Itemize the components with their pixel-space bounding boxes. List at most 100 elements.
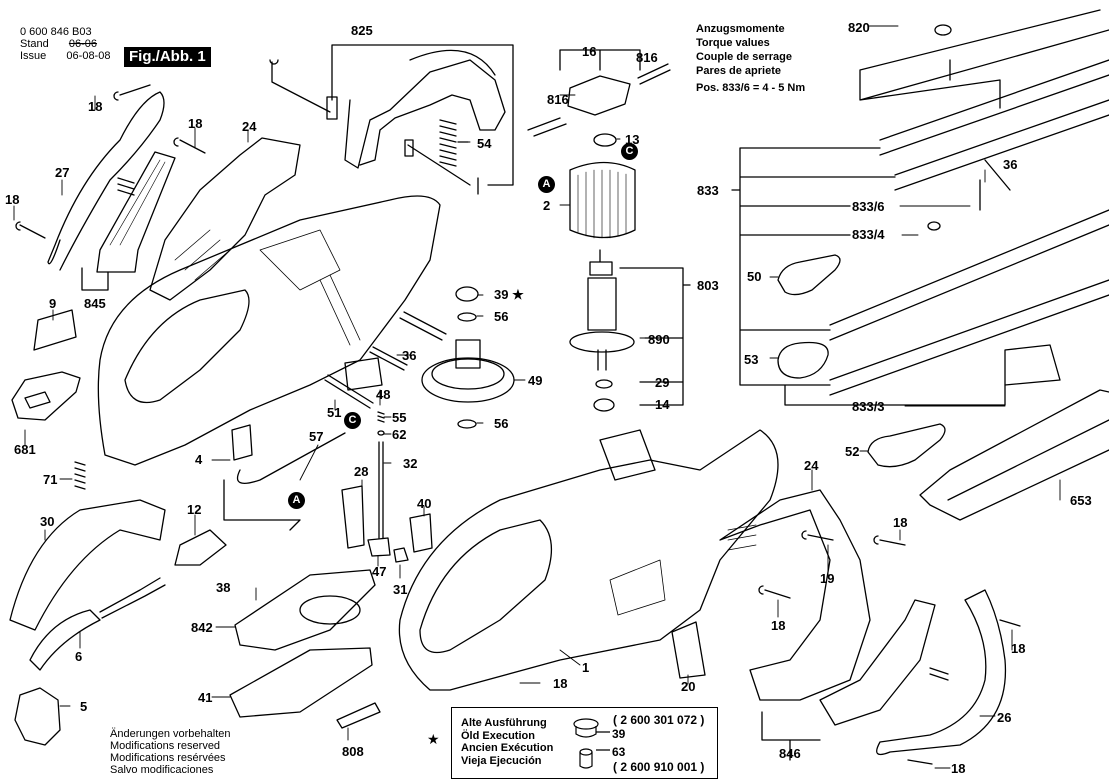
label-1: 1 [582, 660, 590, 675]
old-execution-de: Alte Ausführung [461, 717, 547, 729]
label-833-6: 833/6 [852, 199, 885, 214]
torque-value: Pos. 833/6 = 4 - 5 Nm [696, 82, 806, 94]
callout-c-stator: C [621, 143, 638, 160]
label-51: 51 [327, 405, 342, 420]
part-41-foot [229, 647, 373, 718]
star-marker: ★ [427, 731, 440, 747]
label-825: 825 [351, 23, 373, 38]
label-24: 24 [804, 458, 819, 473]
label-5: 5 [80, 699, 88, 714]
stand-line: Stand 06-06 [20, 38, 110, 50]
label-9: 9 [49, 296, 57, 311]
label-890: 890 [648, 332, 670, 347]
label-833: 833 [697, 183, 719, 198]
old-execution-en: Öld Execution [461, 729, 535, 742]
old-ref-63: 63 [612, 745, 626, 759]
label-36: 36 [402, 348, 417, 363]
part-switch-rods [174, 411, 433, 566]
part-52-washer [867, 423, 946, 468]
label-38: 38 [216, 580, 231, 595]
label-808: 808 [342, 744, 364, 759]
label-50: 50 [747, 269, 762, 284]
part-53-clip [777, 341, 829, 379]
label-36: 36 [1003, 157, 1018, 172]
label-845: 845 [84, 296, 106, 311]
part-26-cover [876, 589, 1021, 765]
label-31: 31 [393, 582, 408, 597]
label-28: 28 [354, 464, 369, 479]
document-number: 0 600 846 B03 [20, 26, 92, 38]
label-19: 19 [820, 571, 835, 586]
mods-line-es: Salvo modificaciones [110, 764, 214, 776]
label-56: 56 [494, 416, 509, 431]
label-48: 48 [376, 387, 391, 402]
label-56: 56 [494, 309, 509, 324]
mods-line-de: Änderungen vorbehalten [110, 728, 231, 740]
part-number-old-39: ( 2 600 301 072 ) [613, 713, 705, 727]
label-18: 18 [893, 515, 908, 530]
old-ref-39: 39 [612, 727, 626, 741]
part-2-stator [569, 161, 636, 239]
callout-a-wire: A [288, 492, 305, 509]
label-803: 803 [697, 278, 719, 293]
callout-a-stator: A [538, 176, 555, 193]
part-pins [324, 311, 447, 409]
label-846: 846 [779, 746, 801, 761]
label-54: 54 [477, 136, 492, 151]
leader-lines [13, 25, 1061, 769]
part-housing-left [97, 195, 441, 466]
part-24-guard [719, 489, 906, 701]
torque-line-es: Pares de apriete [696, 65, 781, 77]
part-50-washer [777, 254, 841, 296]
document-header: 0 600 846 B03 Stand 06-06 Issue 06-08-08 [20, 26, 110, 62]
torque-note: Anzugsmomente Torque values Couple de se… [696, 22, 805, 95]
part-846-trigger [761, 599, 949, 761]
label-30: 30 [40, 514, 55, 529]
label-18: 18 [88, 99, 103, 114]
label-26: 26 [997, 710, 1012, 725]
part-30-cover [9, 461, 166, 631]
label-14: 14 [655, 397, 670, 412]
part-842-plate [234, 569, 376, 651]
label-18: 18 [188, 116, 203, 131]
part-890-armature [569, 249, 691, 412]
part-808-label [336, 702, 381, 729]
label-18: 18 [5, 192, 20, 207]
part-9-label [33, 309, 77, 351]
issue-label: Issue [20, 50, 47, 62]
callout-c-wire: C [344, 412, 361, 429]
label-40: 40 [417, 496, 432, 511]
modifications-note: Änderungen vorbehalten Modifications res… [110, 728, 230, 776]
part-5-plug [14, 687, 61, 746]
part-54-spring [439, 119, 469, 167]
old-execution-fr: Ancien Exécution [461, 742, 554, 754]
figure-label: Fig./Abb. 1 [124, 47, 211, 67]
old-execution-es: Vieja Ejecución [461, 754, 542, 767]
label-18: 18 [1011, 641, 1026, 656]
torque-line-de: Anzugsmomente [696, 23, 785, 35]
label-833-3: 833/3 [852, 399, 885, 414]
bushing-icon [573, 718, 599, 769]
label-27: 27 [55, 165, 70, 180]
part-681-cap [11, 371, 81, 421]
label-18: 18 [771, 618, 786, 633]
part-number-old-63: ( 2 600 910 001 ) [613, 760, 705, 774]
label-6: 6 [75, 649, 83, 664]
label-24: 24 [242, 119, 257, 134]
label-20: 20 [681, 679, 696, 694]
part-1-housing [398, 429, 779, 691]
label-62: 62 [392, 427, 407, 442]
label-32: 32 [403, 456, 418, 471]
part-845-grip [81, 151, 176, 291]
label-47: 47 [372, 564, 387, 579]
mods-line-en: Modifications reserved [110, 740, 221, 752]
label-681: 681 [14, 442, 36, 457]
label-55: 55 [392, 410, 407, 425]
label-39: 39 ★ [494, 287, 524, 302]
part-6-cable [29, 577, 166, 671]
part-20-label [671, 621, 706, 679]
label-53: 53 [744, 352, 759, 367]
label-653: 653 [1070, 493, 1092, 508]
issue-line: Issue 06-08-08 [20, 50, 110, 62]
